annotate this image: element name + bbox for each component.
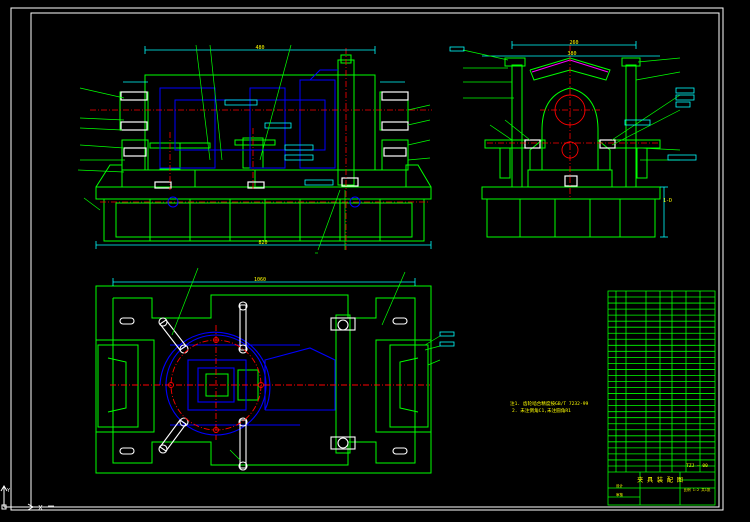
plan-view: 1060 [95,267,455,474]
designer-label: 设计 [616,483,624,488]
side-top-dimension: 260 [569,40,578,46]
side-view: 260 380 1-D [449,40,697,238]
title-block: 夹 具 装 配 图 TZJ — 00 比例 1:2 共1张 设计 审核 [607,290,716,506]
drawing-number: TZJ — 00 [686,463,708,469]
ucs-x-label: X [38,504,43,512]
drawing-title: 夹 具 装 配 图 [637,476,683,484]
side-overall-dimension: 380 [567,51,576,57]
section-mark-label: 1-D [663,198,672,204]
scale-note: 比例 1:2 共1张 [684,487,711,492]
sheet-frame [10,7,724,511]
technical-notes: 注1. 齿轮啮合精度按GB/T 7232-99 2. 未注倒角C1,未注圆角R1 [510,400,588,414]
front-top-dimension: 480 [255,45,264,51]
plan-overall-dimension: 1060 [254,277,266,283]
checker-label: 审核 [616,492,624,497]
front-overall-dimension: 820 [258,240,267,246]
note-line-1: 注1. 齿轮啮合精度按GB/T 7232-99 [510,400,588,407]
front-view: 820 480 [77,44,432,254]
ucs-icon: Y X [0,485,43,512]
ucs-y-label: Y [6,488,11,494]
note-line-2: 2. 未注倒角C1,未注圆角R1 [512,407,571,414]
